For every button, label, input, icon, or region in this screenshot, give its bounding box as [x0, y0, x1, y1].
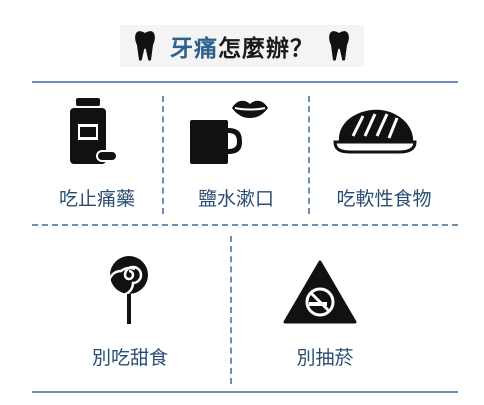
tooth-icon-right	[328, 30, 350, 62]
pill-bottle-icon	[66, 98, 122, 168]
title-highlight: 牙痛	[170, 36, 218, 62]
top-divider	[32, 81, 458, 83]
sushi-icon	[333, 106, 417, 154]
bottom-divider	[32, 391, 458, 393]
lollipop-icon	[108, 254, 150, 326]
tip-label-no-sweets: 別吃甜食	[91, 347, 168, 369]
tip-label-no-smoking: 別抽菸	[296, 347, 354, 369]
title-banner: 牙痛怎麼辦？	[120, 25, 364, 67]
mug-mouth-icon	[188, 96, 268, 168]
middle-divider	[32, 224, 458, 226]
tooth-icon-left	[134, 30, 156, 62]
tip-label-painkiller: 吃止痛藥	[58, 188, 135, 210]
row1-divider-1	[162, 96, 164, 214]
tip-label-soft-food: 吃軟性食物	[336, 188, 432, 210]
tip-label-saltwater: 鹽水漱口	[197, 188, 274, 210]
page-title: 牙痛怎麼辦？	[170, 29, 314, 63]
no-smoking-icon	[283, 260, 357, 324]
title-rest: 怎麼辦？	[218, 36, 314, 62]
header: 牙痛怎麼辦？	[0, 14, 484, 78]
row2-divider	[230, 236, 232, 384]
row1-divider-2	[308, 96, 310, 214]
